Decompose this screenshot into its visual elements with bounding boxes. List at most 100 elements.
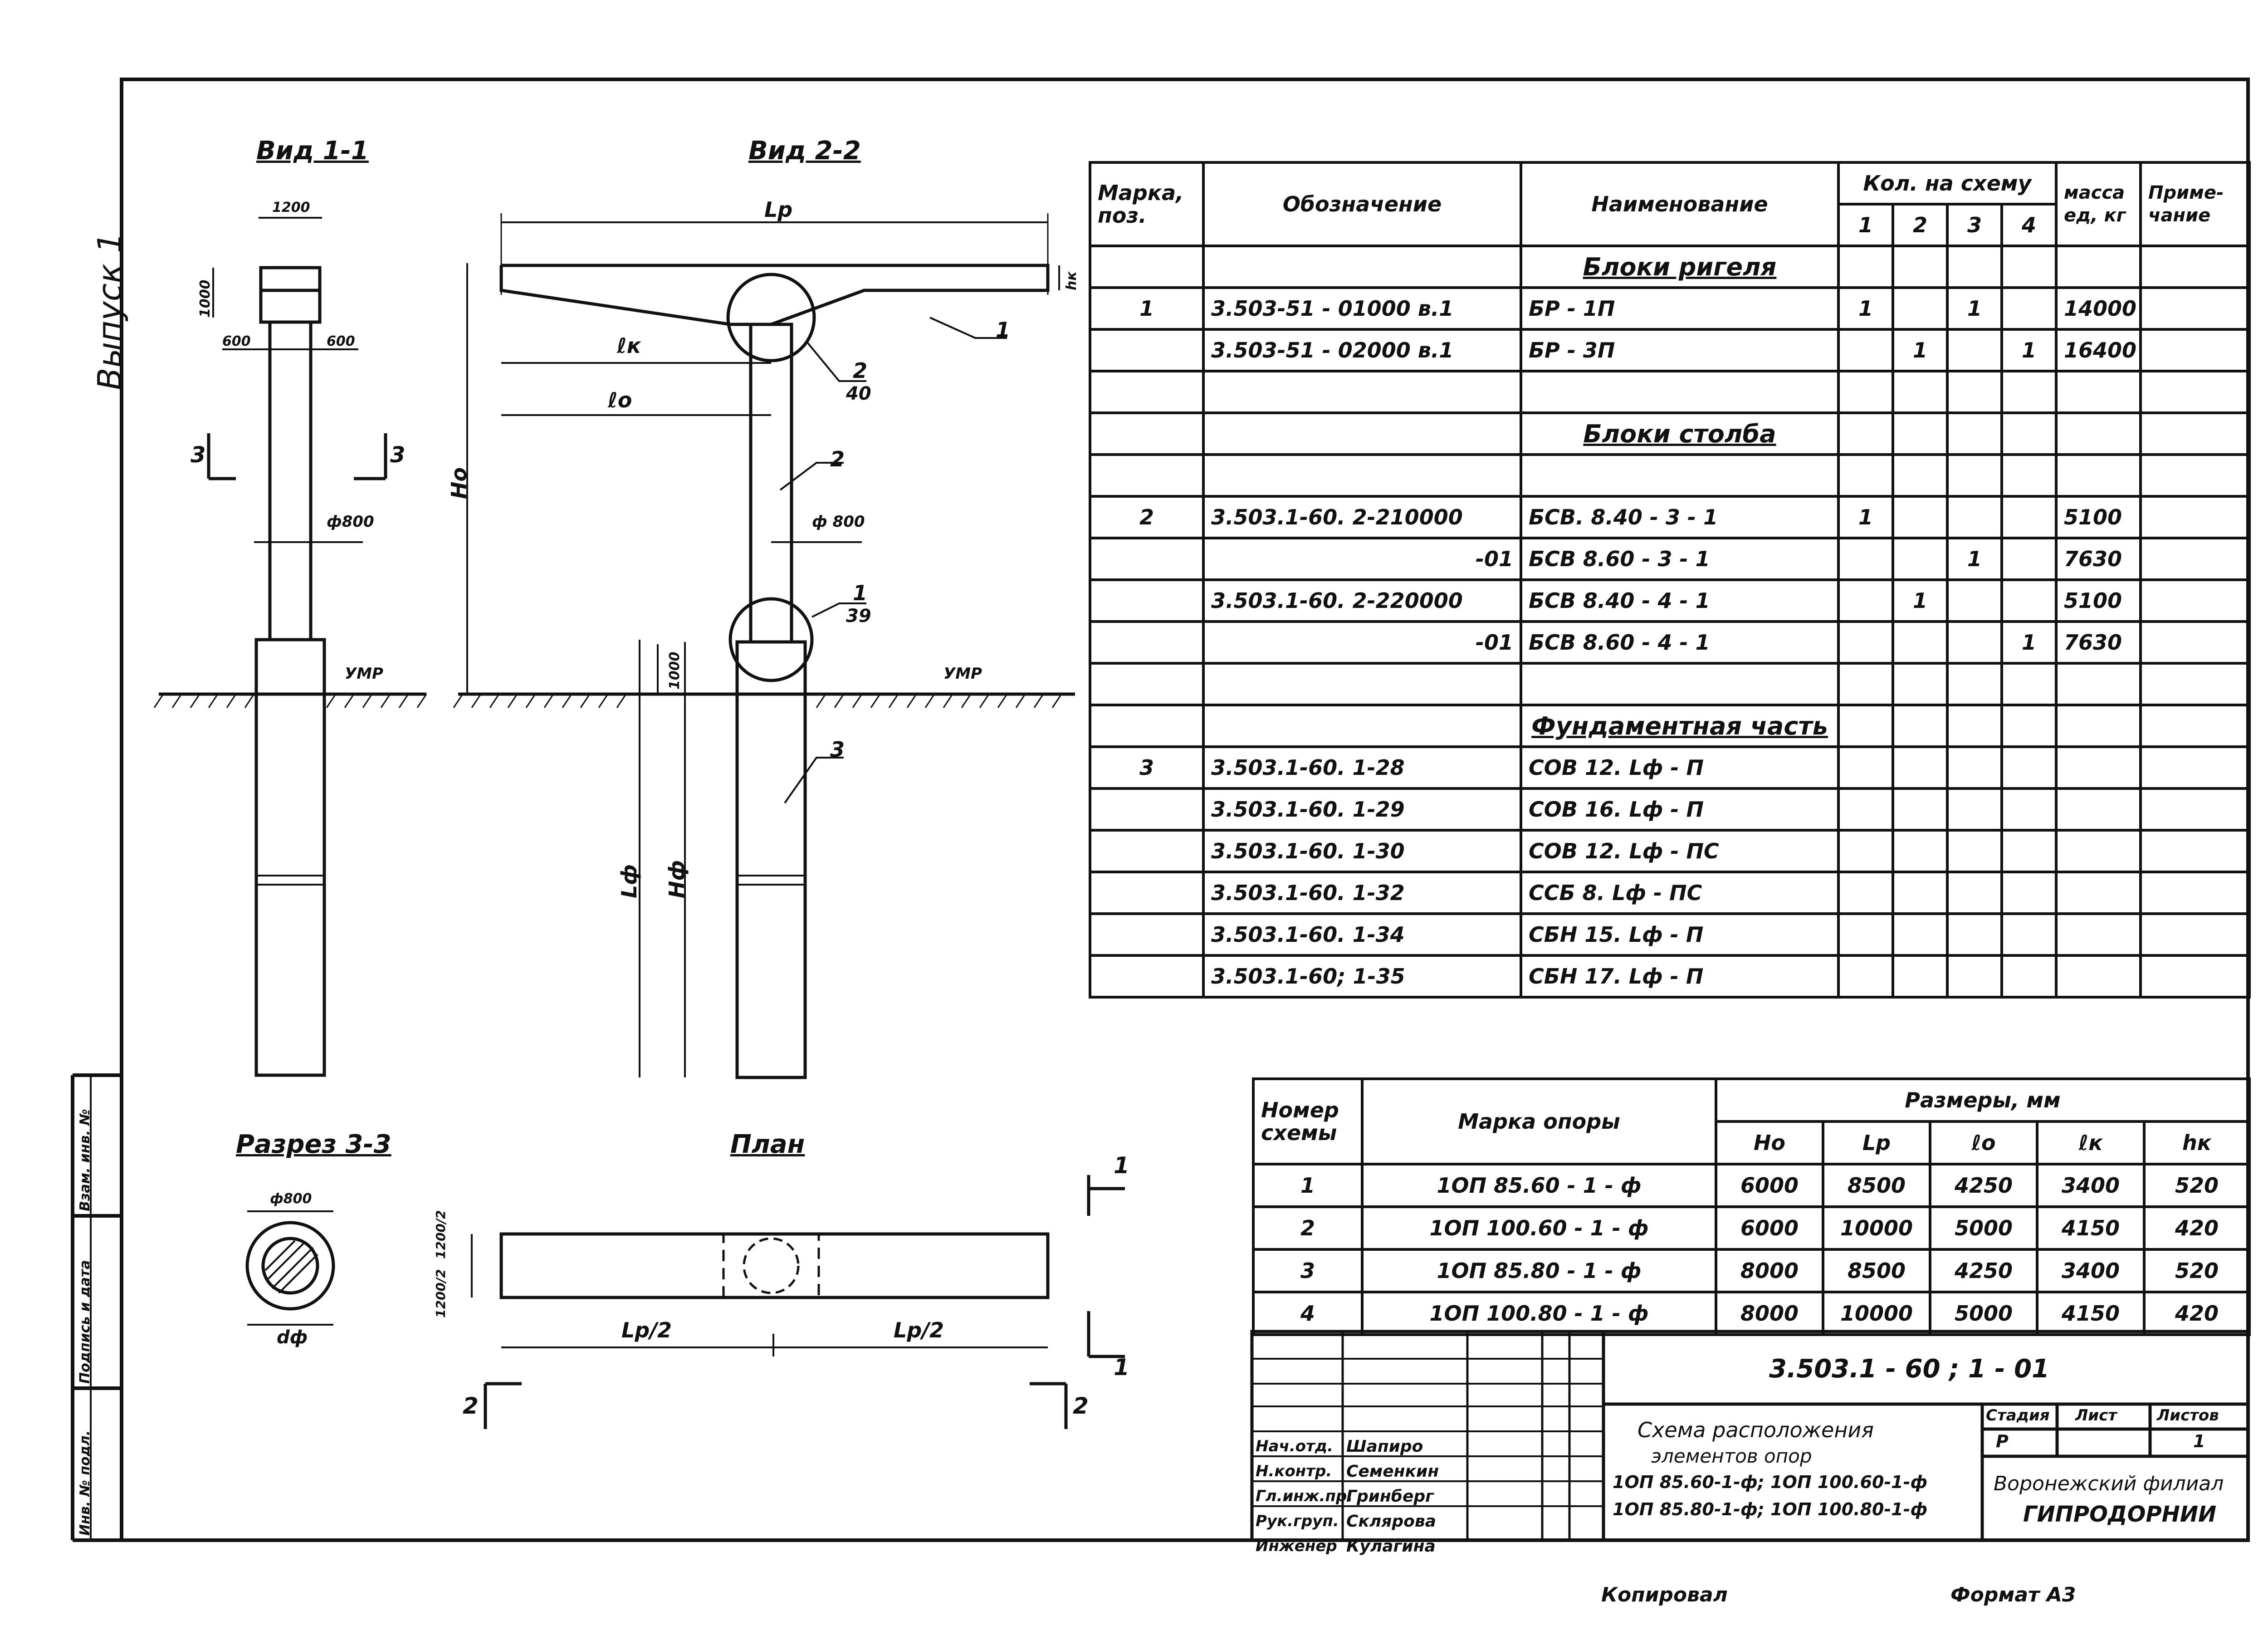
spec-cell-q1 xyxy=(1837,871,1894,915)
spec-cell-name: СБН 17. Lф - П xyxy=(1520,954,1840,999)
spec-cell-q2 xyxy=(1892,745,1949,790)
dim-d800-section: ф800 xyxy=(270,1191,312,1207)
cut-3-left: 3 xyxy=(191,442,206,468)
spec-cell-mark xyxy=(1089,411,1205,456)
spec-header-row: Марка, поз. Обозначение Наименование Кол… xyxy=(1089,161,2251,247)
role-name: Семенкин xyxy=(1346,1462,1439,1481)
spec-cell-mass xyxy=(2055,704,2142,748)
dims-header-sizes: Размеры, мм xyxy=(1715,1077,2251,1123)
dims-subheader-row: Hо Lр ℓо ℓк hк xyxy=(1253,1120,2251,1165)
spec-cell-note xyxy=(2139,537,2251,581)
sheet-issue-label: Выпуск 1 xyxy=(91,232,129,390)
spec-cell-q1 xyxy=(1837,829,1894,873)
spec-row xyxy=(1089,453,2251,498)
pos-2-label: 2 xyxy=(830,447,845,471)
spec-cell-q4 xyxy=(2000,829,2058,873)
spec-cell-mark: 3 xyxy=(1089,745,1205,790)
title-line-4: 1ОП 85.80-1-ф; 1ОП 100.80-1-ф xyxy=(1613,1499,1928,1519)
spec-cell-designation: 3.503.1-60. 2-220000 xyxy=(1202,578,1522,623)
spec-cell-q2: 1 xyxy=(1892,328,1949,372)
spec-cell-q2 xyxy=(1892,370,1949,414)
dims-cell-lr: 8500 xyxy=(1822,1248,1931,1293)
spec-cell-note xyxy=(2139,245,2251,289)
role-title: Инженер xyxy=(1256,1537,1337,1555)
spec-cell-q4: 1 xyxy=(2000,620,2058,665)
spec-cell-designation xyxy=(1202,245,1522,289)
plan-title: План xyxy=(730,1130,805,1159)
spec-cell-name: БР - 1П xyxy=(1520,286,1840,331)
spec-cell-mass xyxy=(2055,662,2142,706)
spec-cell-note xyxy=(2139,787,2251,832)
dims-cell-lk: 4150 xyxy=(2036,1205,2146,1251)
dims-cell-mark: 1ОП 85.60 - 1 - ф xyxy=(1361,1163,1717,1208)
title-line-2: элементов опор xyxy=(1651,1445,1812,1467)
dims-col-lk: ℓк xyxy=(2036,1120,2146,1165)
stage-value: Р xyxy=(1996,1431,2009,1451)
side-stamp-sign-date: Подпись и дата xyxy=(77,1260,93,1384)
spec-cell-q3 xyxy=(1946,912,2003,957)
spec-cell-designation: 3.503.1-60. 1-34 xyxy=(1202,912,1522,957)
spec-cell-q2 xyxy=(1892,537,1949,581)
spec-cell-mark xyxy=(1089,245,1205,289)
section-3-3-title: Разрез 3-3 xyxy=(236,1130,391,1159)
pos-3-label: 3 xyxy=(830,737,845,762)
dim-1200-half-top: 1200/2 xyxy=(433,1210,448,1259)
spec-cell-q2: 1 xyxy=(1892,578,1949,623)
spec-cell-mark: 2 xyxy=(1089,495,1205,539)
spec-cell-q1 xyxy=(1837,453,1894,498)
spec-cell-q1 xyxy=(1837,954,1894,999)
cut-2-left: 2 xyxy=(463,1393,479,1419)
dims-cell-hk: 420 xyxy=(2143,1291,2251,1336)
spec-cell-note xyxy=(2139,912,2251,957)
spec-cell-name: СОВ 12. Lф - П xyxy=(1520,745,1840,790)
cut-2-right: 2 xyxy=(1073,1393,1089,1419)
spec-cell-q2 xyxy=(1892,495,1949,539)
spec-cell-q2 xyxy=(1892,245,1949,289)
dims-cell-scheme: 3 xyxy=(1252,1248,1364,1293)
spec-cell-q4 xyxy=(2000,245,2058,289)
dims-cell-lk: 3400 xyxy=(2036,1163,2146,1208)
spec-cell-q3 xyxy=(1946,662,2003,706)
spec-cell-note xyxy=(2139,370,2251,414)
spec-cell-designation: 3.503.1-60. 1-28 xyxy=(1202,745,1522,790)
view-1-1-column xyxy=(159,217,426,1077)
spec-cell-q1 xyxy=(1837,328,1894,372)
spec-cell-mark xyxy=(1089,912,1205,957)
dim-lo: ℓо xyxy=(608,388,632,412)
spec-cell-designation: 3.503.1-60. 1-30 xyxy=(1202,829,1522,873)
spec-cell-note xyxy=(2139,745,2251,790)
sheet-label: Лист xyxy=(2075,1406,2117,1425)
spec-cell-mark xyxy=(1089,453,1205,498)
spec-cell-name xyxy=(1520,453,1840,498)
spec-header-name: Наименование xyxy=(1520,161,1840,247)
spec-cell-name: Блоки столба xyxy=(1520,411,1840,456)
spec-cell-designation xyxy=(1202,704,1522,748)
spec-cell-q3 xyxy=(1946,453,2003,498)
spec-cell-name: Блоки ригеля xyxy=(1520,245,1840,289)
spec-cell-note xyxy=(2139,954,2251,999)
spec-cell-designation: 3.503.1-60. 1-32 xyxy=(1202,871,1522,915)
spec-cell-q4: 1 xyxy=(2000,328,2058,372)
spec-cell-name: БСВ 8.60 - 3 - 1 xyxy=(1520,537,1840,581)
spec-cell-mass xyxy=(2055,745,2142,790)
role-title: Рук.груп. xyxy=(1256,1512,1339,1530)
dims-cell-scheme: 2 xyxy=(1252,1205,1364,1251)
spec-cell-mass xyxy=(2055,954,2142,999)
spec-header-qty: Кол. на схему xyxy=(1837,161,2058,206)
spec-cell-mark xyxy=(1089,829,1205,873)
plan-view xyxy=(471,1175,1125,1429)
title-block-frame xyxy=(1250,1330,2250,1542)
dims-cell-lo: 4250 xyxy=(1929,1248,2038,1293)
spec-cell-designation xyxy=(1202,370,1522,414)
specification-table: Марка, поз. Обозначение Наименование Кол… xyxy=(1089,161,2251,999)
dim-1000-view2: 1000 xyxy=(667,651,683,690)
spec-cell-q1: 1 xyxy=(1837,286,1894,331)
spec-cell-q4 xyxy=(2000,370,2058,414)
